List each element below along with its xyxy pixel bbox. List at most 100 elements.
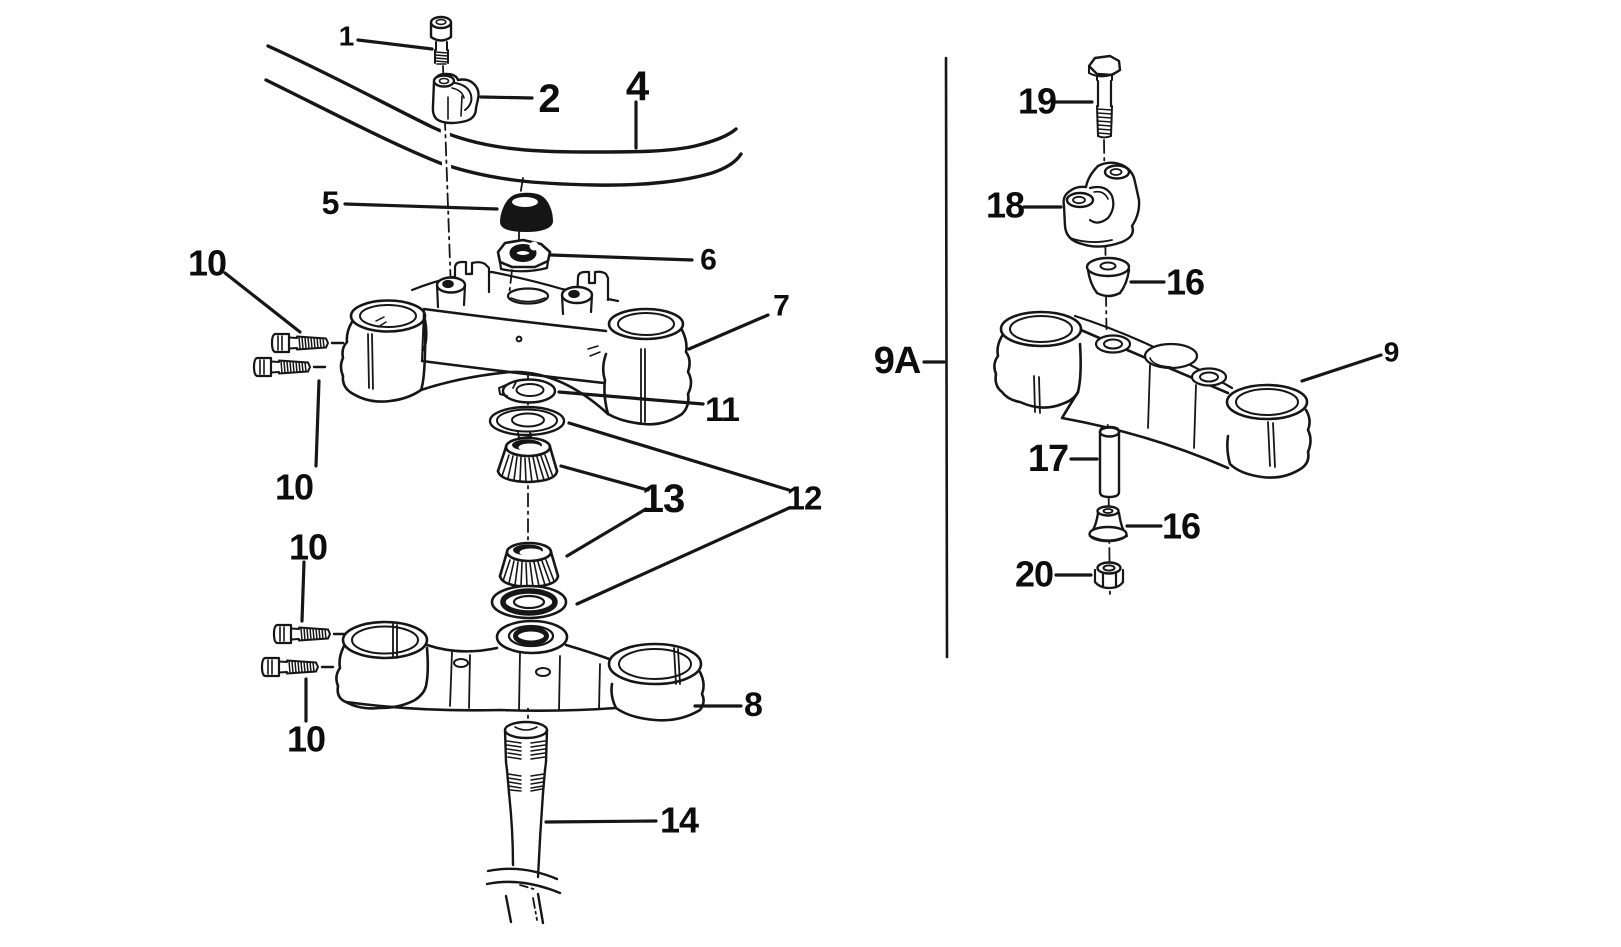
stem-fill: [505, 722, 547, 862]
callout-14-label: 14: [660, 800, 699, 841]
bearing13b-rollers: [502, 559, 555, 588]
clamp18-bottom-line: [1069, 237, 1113, 243]
pinch-bolt-1: [270, 332, 345, 354]
callout-7-leader-1: [687, 313, 770, 351]
nut20-bottom: [1093, 580, 1125, 590]
clamp8-front-fill: [497, 640, 567, 709]
callout-9-leader-1: [1300, 353, 1383, 383]
bolt19-shank: [1096, 79, 1113, 108]
part-12-dust-seal-lower: [490, 584, 568, 620]
clamp8-creases: [449, 651, 601, 711]
bearing13a-sides: [496, 445, 559, 473]
callout-2-label: 2: [538, 77, 559, 121]
bolt-shank: [435, 41, 448, 51]
part-6-stem-nut: [496, 238, 552, 273]
callout-10-2-leader-1: [314, 379, 321, 468]
part-17-spacer-sleeve: [1098, 425, 1121, 499]
stem-threads-2: [507, 773, 545, 792]
callout-19-label: 19: [1018, 81, 1056, 122]
callout-5-label: 5: [322, 185, 339, 221]
stem-break-line-2: [485, 880, 562, 895]
clamp9-right-body: [1226, 408, 1312, 479]
clamp2-detail: [447, 95, 463, 120]
nut20-top: [1096, 561, 1122, 575]
clamp8-boss-mid: [507, 624, 555, 648]
clamp9-hole-b-shade: [1149, 357, 1172, 368]
callout-5-leader-1: [343, 202, 499, 211]
part-13-bearing-lower: [498, 541, 560, 589]
clamp9-hole-c: [1190, 367, 1228, 387]
stem-below-break: [504, 892, 545, 925]
stem-threads-1: [506, 740, 546, 760]
bearing13b-sides: [498, 550, 560, 578]
part-14-steering-stem: [485, 720, 562, 925]
clamp18-hole-top-inner: [1109, 168, 1123, 176]
callout-2-leader-1: [479, 95, 534, 100]
nut6-hole-ring: [509, 244, 537, 262]
callout-10-1-leader-1: [223, 271, 302, 334]
callout-12-leader-2: [575, 506, 791, 606]
clamp9-hole-c-inner: [1199, 371, 1219, 383]
pinch-bolt-4: [260, 656, 335, 678]
clamp8-boss-dark: [513, 626, 549, 646]
part-18-riser-clamp: [1062, 161, 1141, 248]
clamp18-saddle-inner: [1093, 190, 1109, 200]
stem-top-detail: [514, 726, 538, 731]
callout-6-leader-1: [549, 253, 694, 262]
clamp2-hole-inner: [438, 77, 450, 85]
callout-10-3-leader-1: [300, 560, 306, 623]
clamp8-bump-2: [535, 667, 551, 677]
clamp2-saddle: [454, 82, 473, 111]
callout-17-label: 17: [1028, 438, 1068, 480]
callout-16-2-label: 16: [1162, 506, 1200, 547]
clamp9-creases: [1147, 364, 1197, 449]
bolt19-tip: [1097, 135, 1112, 139]
seal12b-band: [500, 588, 558, 616]
callout-10-2-label: 10: [275, 467, 313, 508]
clamp18-hole-left-inner: [1072, 195, 1086, 205]
callout-10-4-label: 10: [287, 719, 325, 760]
callout-12-label: 12: [787, 480, 822, 517]
part-16-bushing-upper: [1085, 256, 1131, 298]
bolt-socket: [435, 18, 447, 26]
clamp9-left-lobe: [999, 310, 1083, 348]
stem-taper: [507, 791, 545, 879]
clamp7-right-lobe-bore: [617, 312, 675, 336]
stem-below-dash: [532, 897, 538, 921]
nut6-base: [498, 259, 550, 273]
bushing16b-flange-bottom: [1088, 534, 1129, 542]
bolt-head-side: [429, 21, 453, 42]
washer11-tab: [498, 384, 508, 397]
clamp7-bridge-topedge: [422, 307, 608, 333]
nut20-facets: [1093, 568, 1125, 589]
clamp8-right-slit: [673, 647, 681, 685]
callout-11-leader-1: [557, 390, 705, 406]
part-19-hex-bolt: [1087, 54, 1122, 139]
clamp8-bridge-top: [425, 643, 614, 662]
clamp7-left-hatch: [375, 316, 387, 328]
callout-9-label: 9: [1384, 337, 1399, 368]
section-divider: [944, 56, 949, 659]
nut6-ring-gap: [529, 241, 539, 251]
callout-7-label: 7: [773, 290, 789, 323]
clamp8-left-slit: [392, 623, 398, 659]
clamp9-right-slit: [1267, 421, 1276, 468]
callout-20-label: 20: [1015, 554, 1053, 595]
bushing16a-sides: [1086, 268, 1131, 295]
bearing13a-rollers: [501, 454, 554, 483]
clamp9-front-bottom-edge: [1060, 390, 1230, 470]
clamp18-body: [1062, 161, 1141, 248]
bushing16a-hole: [1099, 261, 1117, 271]
clamp8-left-lobe: [341, 620, 429, 660]
cap-highlight: [512, 197, 538, 207]
bushing16a-top: [1085, 256, 1131, 278]
part-2-handlebar-clamp: [431, 72, 480, 125]
seal12a-mid: [496, 408, 558, 433]
stem-break-dash: [519, 884, 538, 891]
pinch-bolt-3: [272, 623, 347, 645]
clamp7-right-slit: [640, 348, 646, 424]
handlebar-top-line: [266, 44, 738, 154]
seal12b-inner: [512, 594, 546, 610]
clamp9-left-lobe-bore: [1009, 315, 1073, 343]
